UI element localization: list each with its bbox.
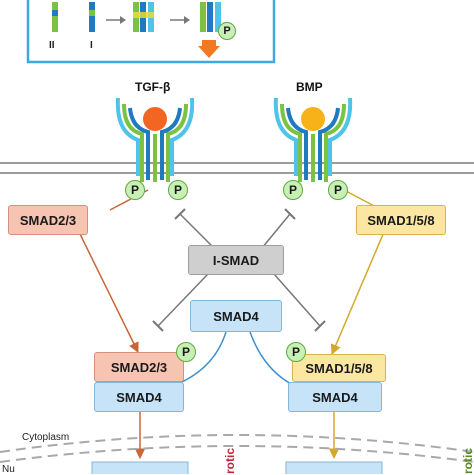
tgf-beta-receptor bbox=[115, 97, 195, 182]
inset-label-type2: II bbox=[49, 40, 55, 51]
arrow-smad158-to-complex bbox=[330, 231, 385, 355]
phospho-tgf-right: P bbox=[168, 180, 188, 200]
phospho-smad158-complex: P bbox=[286, 342, 306, 362]
inset-receptor-2 bbox=[52, 2, 58, 32]
arrow-smad23-to-complex bbox=[79, 233, 139, 353]
nuclear-box-left bbox=[91, 461, 189, 474]
phospho-bmp-left: P bbox=[283, 180, 303, 200]
bmp-label: BMP bbox=[296, 80, 323, 94]
smad4-left-box: SMAD4 bbox=[94, 382, 184, 412]
tgf-beta-ligand bbox=[143, 107, 167, 131]
inset-border bbox=[26, 0, 276, 64]
smad4-right-box: SMAD4 bbox=[288, 382, 382, 412]
inset-phospho-badge: P bbox=[218, 22, 236, 40]
side-text-left: rotic bbox=[223, 447, 237, 474]
phospho-tgf-left: P bbox=[125, 180, 145, 200]
nuclear-box-right bbox=[285, 461, 383, 474]
inhibit-smad23-complex bbox=[157, 273, 209, 327]
smad158-box: SMAD1/5/8 bbox=[356, 205, 446, 235]
inset-output-arrow bbox=[198, 46, 220, 58]
plasma-membrane bbox=[0, 163, 474, 173]
inhibit-bmp-receptor bbox=[261, 213, 291, 249]
nuclear-envelope-inner bbox=[0, 445, 474, 463]
bmp-receptor bbox=[273, 97, 353, 182]
smad23-box: SMAD2/3 bbox=[8, 205, 88, 235]
inhibit-smad158-complex bbox=[273, 273, 321, 327]
phospho-bmp-right: P bbox=[328, 180, 348, 200]
smad23-complex-box: SMAD2/3 bbox=[94, 352, 184, 382]
i-smad-box: I-SMAD bbox=[188, 245, 284, 275]
inhibit-tgf-receptor bbox=[179, 213, 215, 249]
cytoplasm-label: Cytoplasm bbox=[22, 432, 70, 443]
smad4-center-box: SMAD4 bbox=[190, 300, 282, 332]
phospho-smad23-complex: P bbox=[176, 342, 196, 362]
nucleus-label-partial: Nu bbox=[2, 464, 15, 475]
inset-label-type1: I bbox=[90, 40, 93, 51]
side-text-right: rotic bbox=[461, 447, 474, 474]
tgf-beta-label: TGF-β bbox=[135, 80, 171, 94]
nuclear-envelope-outer bbox=[0, 434, 474, 453]
bmp-ligand bbox=[301, 107, 325, 131]
inset-complex-2 bbox=[200, 2, 206, 32]
inset-receptor-1 bbox=[89, 2, 95, 32]
smad158-complex-box: SMAD1/5/8 bbox=[292, 354, 386, 382]
